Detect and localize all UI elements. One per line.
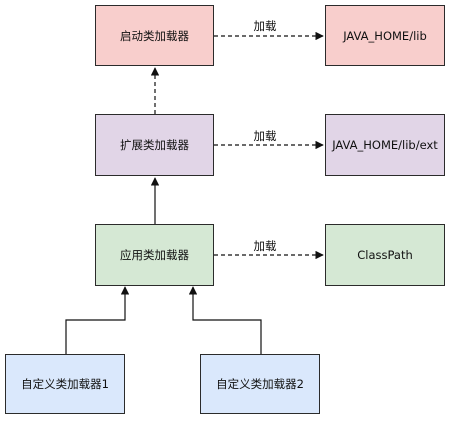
application-load-label: 加载 [253,239,277,253]
application-loader-node: 应用类加载器 [95,224,214,286]
bootstrap-load-label: 加载 [253,19,277,33]
extension-loader-node: 扩展类加载器 [95,114,214,176]
java-home-lib-ext-node: JAVA_HOME/lib/ext [325,114,445,176]
edge-custom1-to-app [65,286,130,354]
extension-load-label: 加载 [253,129,277,143]
custom-loader-2-node: 自定义类加载器2 [200,354,320,414]
custom-loader-1-node: 自定义类加载器1 [5,354,125,414]
bootstrap-loader-node: 启动类加载器 [95,5,214,66]
classpath-node: ClassPath [325,224,445,286]
edge-custom2-to-app [188,286,262,354]
java-home-lib-node: JAVA_HOME/lib [325,5,445,66]
